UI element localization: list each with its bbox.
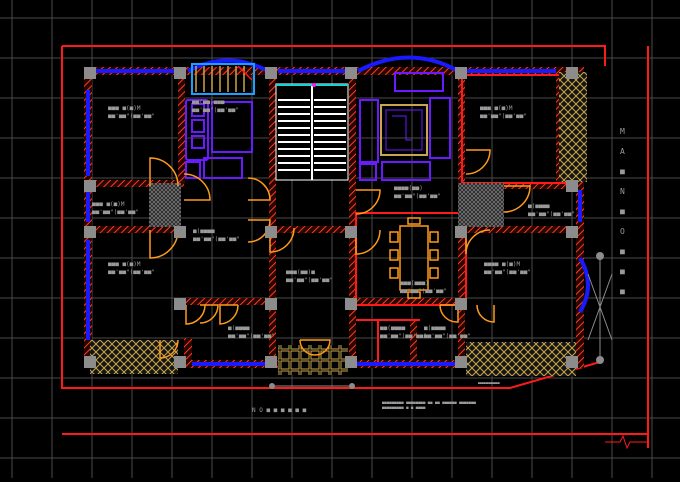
room-name-drawing: ■■(■■)■■■ [192, 99, 225, 106]
room-dims-lobby-left: ■■'■■"(■■'■■" [193, 236, 240, 243]
room-name-toilet-2: ■(■■■■ [424, 325, 446, 332]
column [174, 356, 186, 368]
room-name-kitchen: ■■■(■■)■ [286, 269, 315, 276]
column [455, 226, 467, 238]
road-label-letter: N [620, 187, 625, 196]
note-line-2: ■■■■■■■■■ ■ ■ ■■■■ [382, 405, 426, 410]
column [265, 226, 277, 238]
road-label-letter: ■ [620, 267, 625, 276]
room-dims-lobby-right: ■■'■■"(■■'■■" [528, 211, 575, 218]
room-labels: ■■■ ■(■)M■■'■■"(■■'■■"■■(■■)■■■■■'■■"(■■… [92, 99, 575, 340]
road-label-letter: A [620, 147, 625, 156]
room-name-toilet-1: ■(■■■■ [228, 325, 250, 332]
column [174, 226, 186, 238]
room-name-lobby-left: ■(■■■■ [193, 228, 215, 235]
road-label-letter: O [620, 227, 625, 236]
column [566, 67, 578, 79]
road-label-letter: M [620, 127, 625, 136]
break-line-symbol [605, 434, 648, 450]
room-dims-bedroom-1: ■■'■■"(■■'■■" [108, 113, 155, 120]
road-label-letter: ■ [620, 287, 625, 296]
room-dims-toilet-1: ■■'■■"(■■'■■" [228, 333, 275, 340]
column [265, 67, 277, 79]
column [345, 226, 357, 238]
plot-note: ■■■■■■■■■■■■ [478, 381, 500, 385]
column [84, 180, 96, 192]
room-dims-kitchen: ■■'■■"(■■'■■" [286, 277, 333, 284]
column [345, 298, 357, 310]
structural-columns [84, 67, 578, 368]
room-name-lounge: ■■■■(■■) [394, 185, 423, 192]
room-name-dining: ■■■(■■■) [400, 280, 429, 287]
room-name-lobby-right: ■(■■■■ [528, 203, 550, 210]
road-label-letter: ■ [620, 247, 625, 256]
dining-table [389, 217, 439, 299]
room-dims-dining: ■■'■■"(■■'■■" [400, 288, 447, 295]
column [265, 298, 277, 310]
center-table [380, 104, 428, 156]
column [566, 180, 578, 192]
column [455, 67, 467, 79]
column [265, 356, 277, 368]
balconies [90, 72, 587, 376]
bed-left-top [191, 63, 255, 95]
room-name-bedroom-1: ■■■ ■(■)M [108, 105, 141, 112]
column [84, 67, 96, 79]
road-label-letter: ■ [620, 167, 625, 176]
room-dims-bedroom-4: ■■'■■"(■■'■■" [484, 269, 531, 276]
column [174, 298, 186, 310]
column [345, 356, 357, 368]
column [455, 356, 467, 368]
room-dims-toilet-2: ■■'■■"(■■'■■" [424, 333, 471, 340]
room-dims-drawing: ■■'■■"(■■'■■" [192, 107, 239, 114]
column [345, 67, 357, 79]
doors [149, 149, 531, 359]
column [84, 356, 96, 368]
room-name-bedroom-4: ■■■■ ■(■)M [484, 261, 521, 268]
sofa-set-right [359, 72, 451, 181]
room-name-bedroom-2: ■■■ ■(■)M [480, 105, 513, 112]
road-edge-marks [269, 252, 613, 389]
room-dims-toilet-3: ■■'■■"(■■'■■" [380, 333, 427, 340]
road-label: M A ■ N ■ O ■ ■ ■ [620, 127, 625, 296]
room-dims-bedroom-2: ■■'■■"(■■'■■" [480, 113, 527, 120]
room-dims-bedroom-5: ■■'■■"(■■'■■" [92, 209, 139, 216]
elevator-shafts [149, 183, 504, 227]
note-line-1: ■■■■■■■■■ ■■■■■■■■ ■■ ■■ ■■■■■■ ■■■■■■■ [382, 400, 477, 405]
room-name-bedroom-5: ■■■ ■(■)M [92, 201, 125, 208]
column [174, 67, 186, 79]
road-label-letter: ■ [620, 207, 625, 216]
column [84, 226, 96, 238]
bottom-label: N O ■ ■ ■ ■ ■ ■ [252, 407, 307, 414]
room-name-bedroom-3: ■■■ ■(■)M [108, 261, 141, 268]
column [455, 298, 467, 310]
room-name-toilet-3: ■■(■■■■ [380, 325, 406, 332]
room-dims-bedroom-3: ■■'■■"(■■'■■" [108, 269, 155, 276]
room-dims-lounge: ■■'■■"(■■'■■" [394, 193, 441, 200]
sofa-set-left [185, 99, 253, 179]
staircase [275, 83, 349, 181]
column [566, 226, 578, 238]
column [566, 356, 578, 368]
